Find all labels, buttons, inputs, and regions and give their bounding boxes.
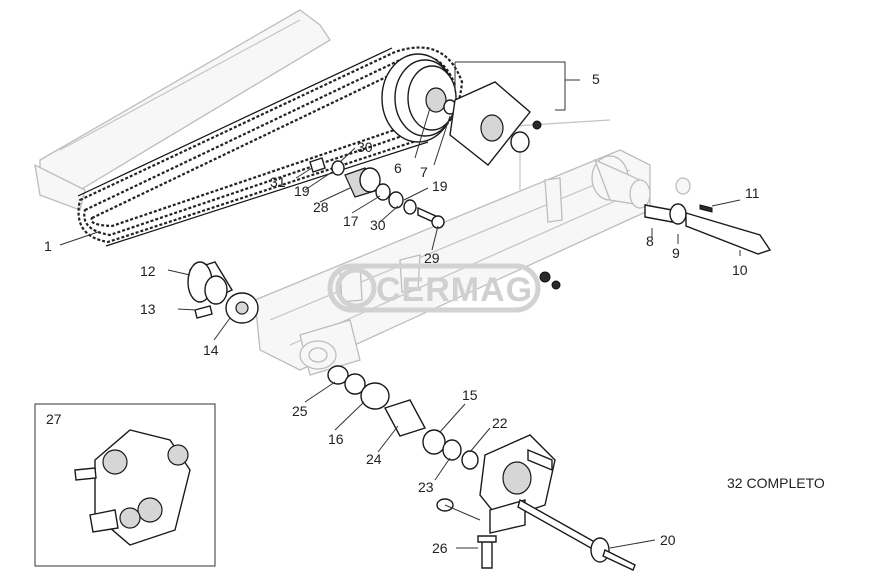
lower-bearing-stack [327, 365, 479, 470]
ghost-frame [34, 9, 691, 376]
callout-19-right: 19 [432, 178, 448, 194]
callout-16: 16 [328, 431, 344, 447]
callout-6: 6 [394, 160, 402, 176]
callout-13: 13 [140, 301, 156, 317]
callout-30-top: 30 [357, 139, 373, 155]
complete-assembly-note: 32 COMPLETO [727, 475, 825, 491]
callout-20: 20 [660, 532, 676, 548]
callout-9: 9 [672, 245, 680, 261]
leader-lines [59, 61, 741, 549]
watermark: CERMAG [327, 263, 541, 313]
callout-22: 22 [492, 415, 508, 431]
callout-27: 27 [46, 411, 62, 427]
callout-29: 29 [424, 250, 440, 266]
bottom-housing-group [436, 434, 636, 571]
callout-11: 11 [745, 185, 760, 201]
callouts: 1 5 6 7 8 9 10 11 12 13 14 15 16 17 19 1… [44, 71, 760, 556]
callout-1: 1 [44, 238, 52, 254]
left-pulley-group [187, 261, 259, 324]
callout-23: 23 [418, 479, 434, 495]
callout-15: 15 [462, 387, 478, 403]
callout-31: 31 [270, 174, 286, 190]
callout-7: 7 [420, 164, 428, 180]
callout-5: 5 [592, 71, 600, 87]
callout-26: 26 [432, 540, 448, 556]
callout-30-bottom: 30 [370, 217, 386, 233]
callout-19-left: 19 [294, 183, 310, 199]
callout-24: 24 [366, 451, 382, 467]
watermark-text: CERMAG [376, 271, 533, 309]
callout-12: 12 [140, 263, 156, 279]
callout-8: 8 [646, 233, 654, 249]
inset-box [34, 403, 216, 567]
top-pulley-assembly [381, 53, 542, 166]
callout-28: 28 [313, 199, 329, 215]
callout-14: 14 [203, 342, 219, 358]
callout-17: 17 [343, 213, 359, 229]
right-shaft-group [644, 203, 772, 255]
callout-10: 10 [732, 262, 748, 278]
callout-25: 25 [292, 403, 308, 419]
